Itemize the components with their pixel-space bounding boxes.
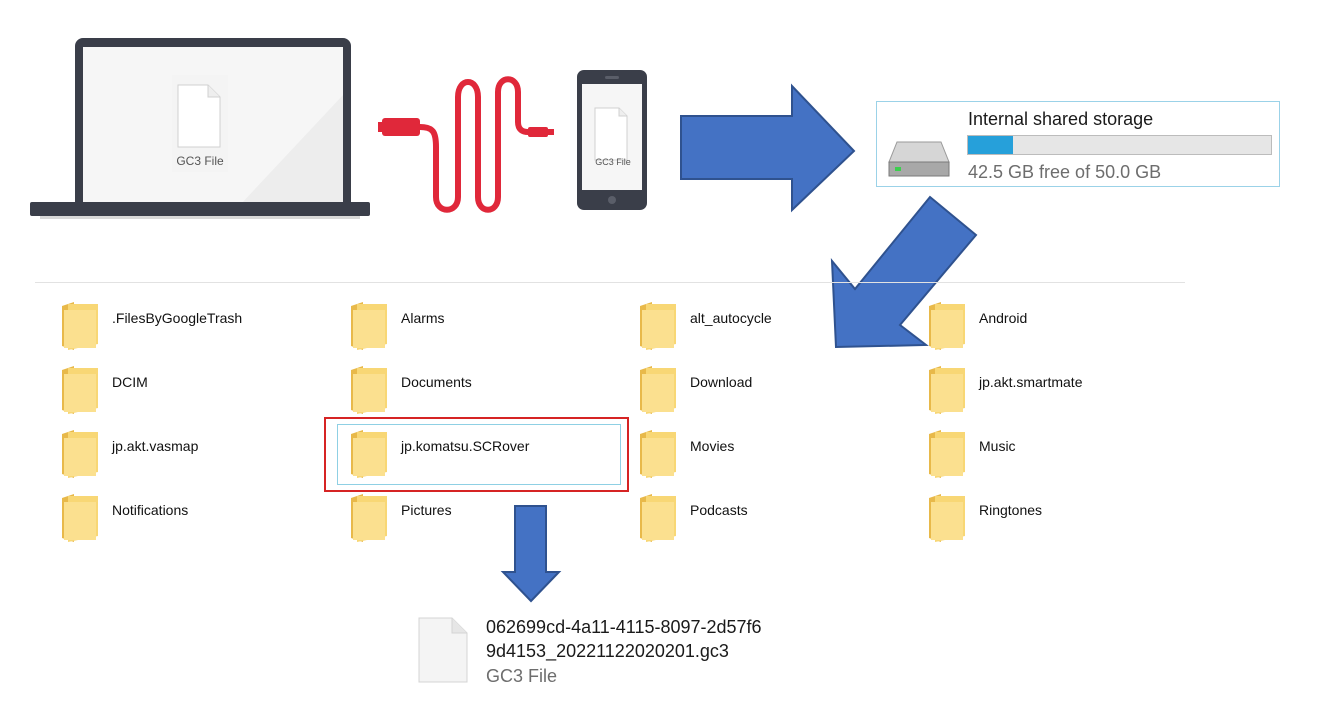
arrow-right [678, 83, 858, 213]
usb-cable-icon [378, 76, 554, 213]
folder-item[interactable]: jp.komatsu.SCRover [349, 428, 629, 480]
folder-name: Podcasts [690, 502, 748, 518]
folder-name: Pictures [401, 502, 452, 518]
folder-item[interactable]: Download [638, 364, 918, 416]
folder-icon [60, 300, 100, 352]
arrow-down-left-icon [830, 195, 978, 349]
folder-name: Ringtones [979, 502, 1043, 518]
result-file-type: GC3 File [486, 666, 558, 686]
folder-icon [60, 492, 100, 544]
folder-item[interactable]: alt_autocycle [638, 300, 918, 352]
arrow-down-left [830, 195, 990, 355]
folder-item[interactable]: Documents [349, 364, 629, 416]
folder-item[interactable]: Music [927, 428, 1207, 480]
folder-name: Download [690, 374, 753, 390]
folder-name: .FilesByGoogleTrash [112, 310, 243, 326]
folder-icon [927, 300, 967, 352]
folder-icon [349, 428, 389, 480]
folder-name: alt_autocycle [690, 310, 772, 326]
phone-illustration [575, 68, 649, 212]
arrow-down [500, 504, 562, 604]
divider [35, 282, 1185, 283]
laptop-gc3-file [172, 75, 228, 172]
storage-usage-fill [968, 136, 1014, 154]
selected-folder-frame [337, 424, 621, 485]
folder-icon [638, 364, 678, 416]
highlight-box [324, 417, 629, 492]
folder-name: jp.akt.vasmap [112, 438, 199, 454]
storage-title: Internal shared storage [968, 109, 1154, 129]
result-file-icon[interactable] [418, 617, 468, 683]
folder-name: Notifications [112, 502, 189, 518]
folder-icon [60, 428, 100, 480]
folder-icon [927, 364, 967, 416]
folder-icon [638, 428, 678, 480]
internal-storage-card[interactable]: Internal shared storage 42.5 GB free of … [876, 101, 1280, 187]
phone-file-label: GC3 File [595, 157, 631, 167]
folder-icon [927, 492, 967, 544]
folder-item[interactable]: Movies [638, 428, 918, 480]
file-icon [172, 75, 228, 172]
folder-icon [638, 300, 678, 352]
folder-name: Android [979, 310, 1028, 326]
result-file-name-line2[interactable]: 9d4153_20221122020201.gc3 [486, 641, 729, 661]
storage-free-text: 42.5 GB free of 50.0 GB [968, 162, 1162, 182]
usb-cable-illustration [378, 72, 558, 217]
drive-icon [885, 138, 951, 180]
folder-name: jp.komatsu.SCRover [401, 438, 530, 454]
folder-icon [60, 364, 100, 416]
folder-icon [349, 492, 389, 544]
folder-icon [349, 364, 389, 416]
folder-item[interactable]: Android [927, 300, 1207, 352]
folder-icon [349, 300, 389, 352]
folder-item[interactable]: Pictures [349, 492, 629, 544]
laptop-file-label: GC3 File [176, 154, 224, 168]
folder-item[interactable]: Notifications [60, 492, 340, 544]
folder-item[interactable]: Podcasts [638, 492, 918, 544]
folder-name: jp.akt.smartmate [979, 374, 1083, 390]
folder-name: Alarms [401, 310, 445, 326]
arrow-down-icon [500, 505, 562, 603]
folder-item[interactable]: Ringtones [927, 492, 1207, 544]
folder-item[interactable]: jp.akt.smartmate [927, 364, 1207, 416]
arrow-right-icon [680, 83, 856, 213]
folder-item[interactable]: Alarms [349, 300, 629, 352]
folder-icon [638, 492, 678, 544]
storage-usage-bar [967, 135, 1272, 155]
folder-name: Movies [690, 438, 735, 454]
result-file-name-line1[interactable]: 062699cd-4a11-4115-8097-2d57f6 [486, 617, 762, 637]
folder-item[interactable]: .FilesByGoogleTrash [60, 300, 340, 352]
phone-icon [577, 70, 647, 210]
folder-icon [927, 428, 967, 480]
folder-item[interactable]: DCIM [60, 364, 340, 416]
folder-name: Music [979, 438, 1016, 454]
folder-name: DCIM [112, 374, 148, 390]
folder-item[interactable]: jp.akt.vasmap [60, 428, 340, 480]
folder-name: Documents [401, 374, 472, 390]
